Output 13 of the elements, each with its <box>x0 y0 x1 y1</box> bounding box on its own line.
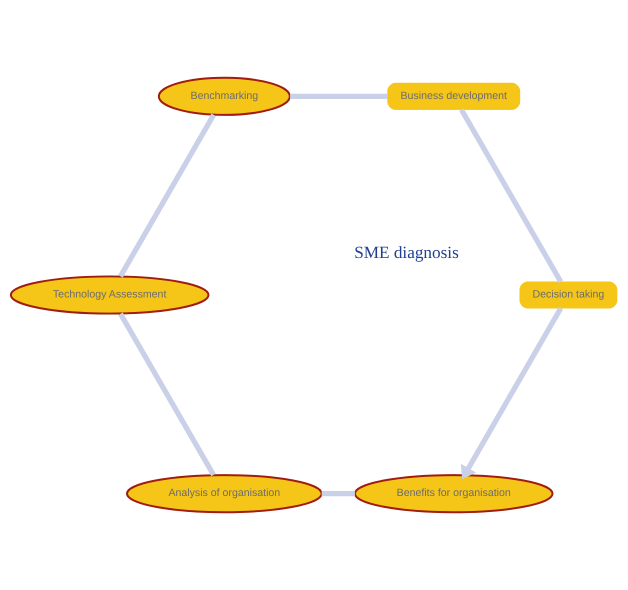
node-box: Decision taking <box>519 281 618 309</box>
connector <box>118 312 216 476</box>
connector <box>322 491 355 496</box>
node-box: Business development <box>387 82 520 110</box>
label: SME diagnosis <box>354 243 459 262</box>
node-ellipse: Technology Assessment <box>10 275 210 315</box>
node-ellipse: Benchmarking <box>158 76 291 116</box>
connector <box>290 94 388 99</box>
node-ellipse: Benefits for organisation <box>354 474 554 514</box>
arrow <box>460 307 563 480</box>
connector <box>118 114 216 278</box>
node-ellipse: Analysis of organisation <box>126 474 323 514</box>
connector <box>459 108 564 284</box>
